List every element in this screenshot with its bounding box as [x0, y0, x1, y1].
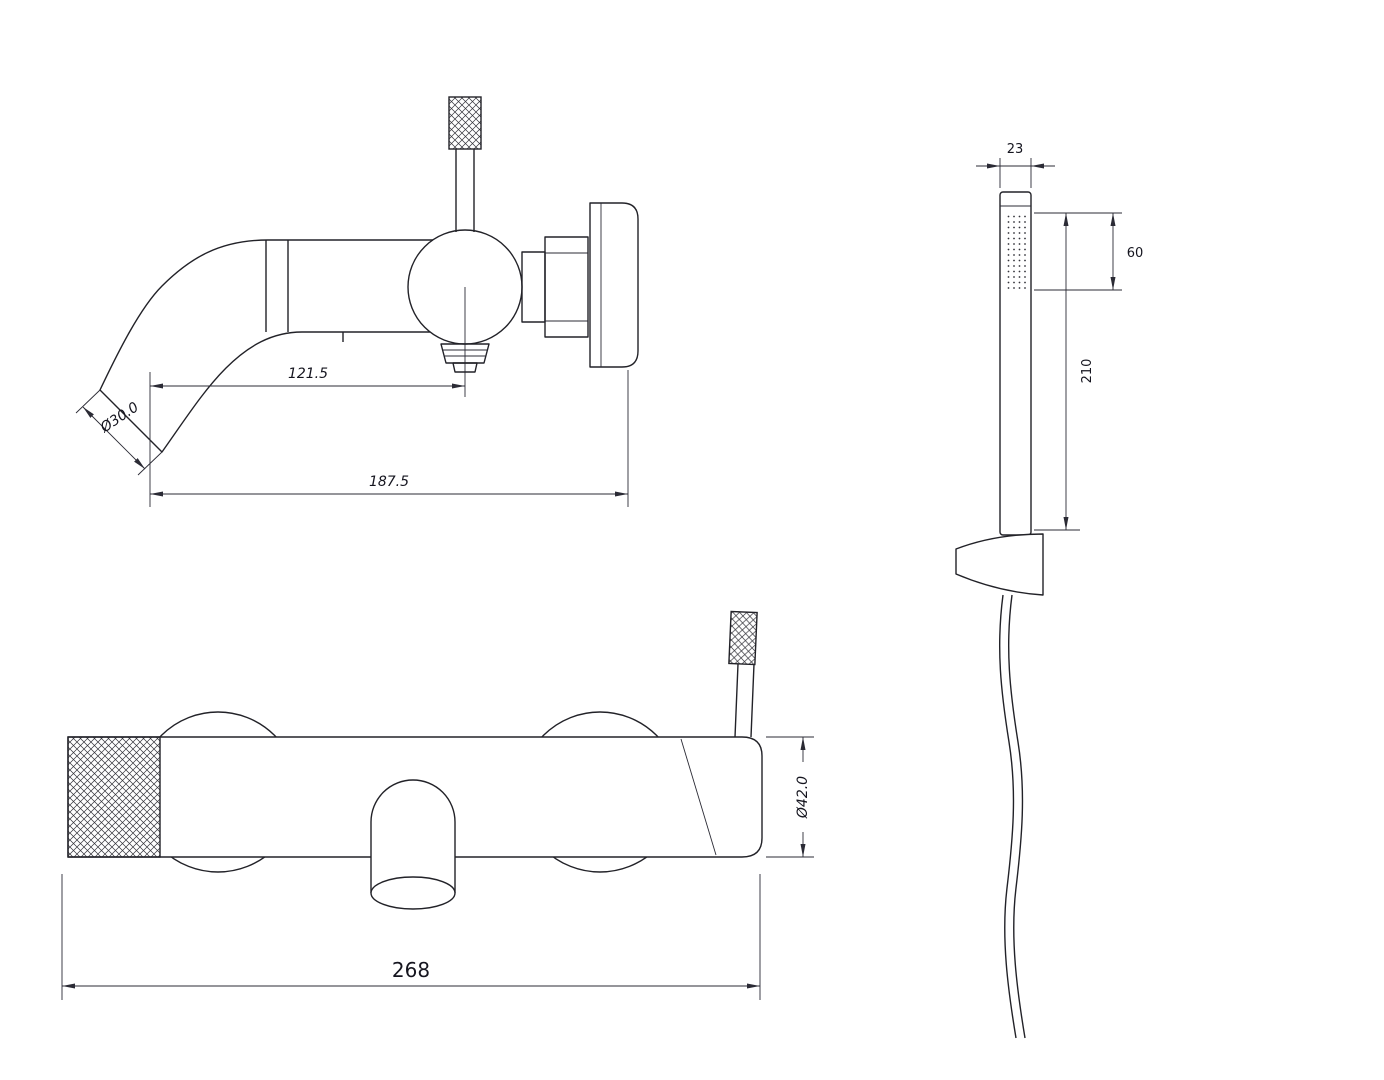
handshower-view: 23 60 210 [955, 142, 1144, 1039]
dim-label-spray-face-height: 60 [1127, 246, 1144, 261]
nut-facet-lines [545, 252, 588, 322]
handle-knurl [728, 610, 758, 666]
dim-label-total-projection: 187.5 [369, 474, 409, 490]
dimension-body-diameter: Ø42.0 [766, 736, 814, 858]
dimension-handset-length: 210 [1034, 213, 1095, 531]
wall-connector-nut [544, 236, 589, 338]
aerator-outlet [440, 343, 490, 364]
body-knurled-cap [67, 736, 161, 858]
dim-label-handset-length: 210 [1080, 359, 1095, 384]
spout-side-view: 121.5 187.5 Ø30.0 [75, 96, 639, 507]
hose-right-edge [1007, 594, 1026, 1039]
dimension-head-width: 23 [976, 142, 1055, 188]
down-spout-outline [370, 779, 456, 893]
wall-flange [589, 202, 639, 368]
dim-label-head-width: 23 [1007, 142, 1024, 157]
mixer-front-view: Ø42.0 268 [61, 610, 814, 1000]
dim-label-body-diameter: Ø42.0 [795, 776, 811, 819]
spout-outline [99, 239, 433, 453]
dim-label-spout-diameter: Ø30.0 [97, 399, 142, 436]
spout-handle-stem [455, 149, 475, 232]
spray-face-dots [1004, 213, 1027, 289]
dimension-spout-diameter: Ø30.0 [75, 389, 163, 476]
dim-label-spout-reach: 121.5 [288, 366, 328, 382]
spout-handle-knurl [448, 96, 482, 150]
dim-label-overall-width: 268 [392, 958, 430, 982]
spout-mask [371, 780, 455, 909]
handle-stem [734, 663, 755, 738]
spout-joint-rings [265, 240, 289, 332]
handle-base-line [680, 738, 717, 856]
aerator-threads [443, 349, 487, 357]
hose-left-edge [998, 594, 1017, 1039]
dimension-overall-width: 268 [61, 874, 761, 1000]
down-spout-outlet [370, 876, 456, 910]
wall-connector-neck [521, 251, 546, 323]
dimension-spray-face-height: 60 [1034, 212, 1144, 291]
shower-holder [955, 533, 1044, 596]
dimension-total-projection: 187.5 [150, 370, 629, 507]
aerator-tip [452, 362, 478, 373]
dimension-spout-reach: 121.5 [149, 366, 465, 507]
